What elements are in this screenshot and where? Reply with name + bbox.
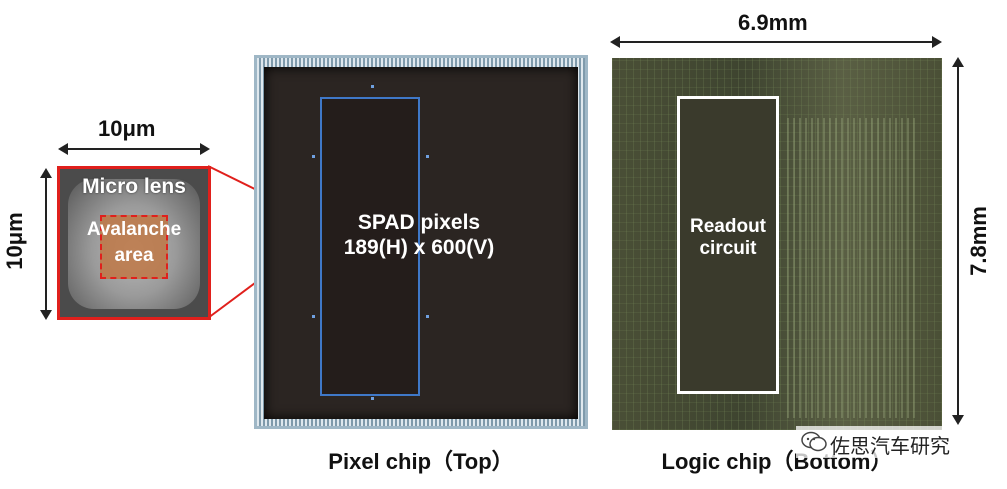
marker-dot	[426, 155, 429, 158]
logic-height-dimension-line	[957, 63, 959, 421]
pixel-chip: SPAD pixels 189(H) x 600(V)	[254, 55, 588, 429]
readout-label-line1: Readout	[677, 216, 779, 238]
readout-label-line2: circuit	[677, 238, 779, 260]
logic-height-label: 7.8mm	[966, 206, 992, 276]
arrow-right-icon	[932, 36, 942, 48]
arrow-up-icon	[952, 57, 964, 67]
marker-dot	[371, 85, 374, 88]
watermark-text: 佐思汽车研究	[830, 430, 950, 459]
marker-dot	[371, 397, 374, 400]
marker-dot	[426, 315, 429, 318]
arrow-down-icon	[952, 415, 964, 425]
logic-chip: Readout circuit	[612, 58, 942, 430]
spad-label-line2: 189(H) x 600(V)	[294, 236, 544, 260]
wechat-icon	[800, 430, 828, 454]
pixel-chip-caption: Pixel chip（Top）	[254, 444, 588, 476]
arrow-left-icon	[610, 36, 620, 48]
marker-dot	[312, 155, 315, 158]
logic-right-block	[787, 118, 917, 418]
marker-dot	[312, 315, 315, 318]
spad-label-line1: SPAD pixels	[294, 211, 544, 235]
logic-width-dimension-line	[616, 41, 938, 43]
logic-width-label: 6.9mm	[738, 10, 808, 36]
